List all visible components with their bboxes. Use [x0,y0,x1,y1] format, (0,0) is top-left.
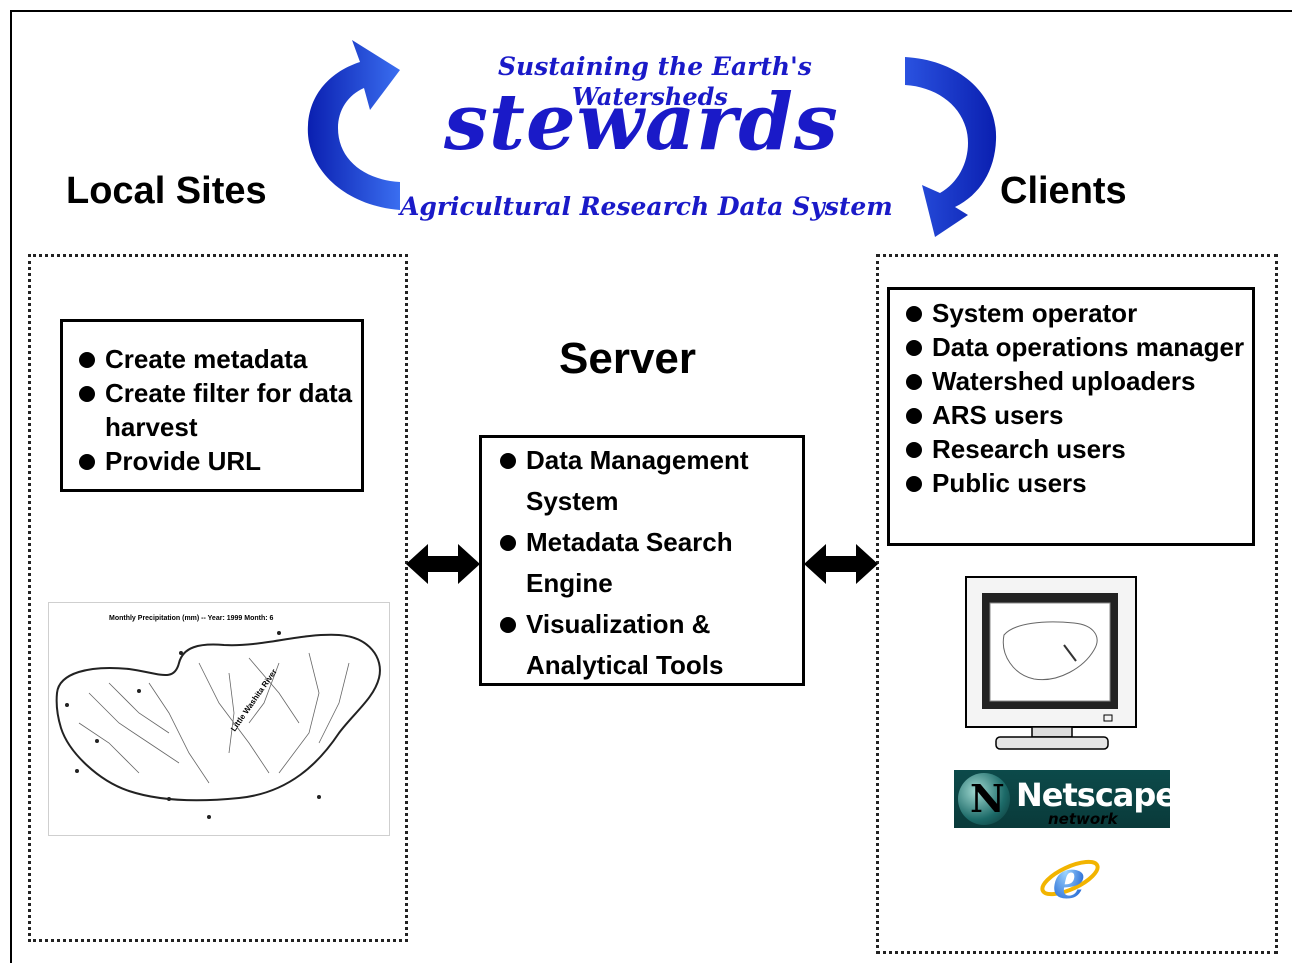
netscape-logo: N Netscape network [954,770,1177,828]
computer-monitor-icon [965,576,1137,750]
clients-heading: Clients [1000,170,1127,212]
bullet-icon [79,352,95,368]
clients-box: System operator Data operations manager … [887,287,1255,546]
list-item: Research users [904,432,1248,466]
watershed-outline-icon [55,631,381,819]
bullet-icon [79,386,95,402]
list-item: Watershed uploaders [904,364,1248,398]
bullet-icon [79,454,95,470]
cycle-arrow-left-icon [307,40,400,210]
list-item: Public users [904,466,1248,500]
local-sites-box: Create metadata Create filter for data h… [60,319,364,492]
cycle-arrow-right-icon [905,57,997,237]
bullet-icon [906,408,922,424]
map-title: Monthly Precipitation (mm) -- Year: 1999… [109,615,274,622]
netscape-name: Netscape [1016,776,1177,814]
list-item: System operator [904,296,1248,330]
list-item: Visualization & Analytical Tools [498,604,798,686]
list-item: Provide URL [77,444,355,478]
local-sites-heading: Local Sites [66,170,267,212]
server-box: Data Management System Metadata Search E… [479,435,805,686]
svg-text:e: e [1052,850,1085,911]
list-item: Data Management System [498,440,798,522]
clients-list: System operator Data operations manager … [904,296,1248,500]
bullet-icon [906,442,922,458]
bullet-icon [500,453,516,469]
local-sites-list: Create metadata Create filter for data h… [77,342,355,478]
logo-line2: Watersheds [572,82,728,111]
bullet-icon [906,306,922,322]
netscape-sub: network [1048,810,1118,828]
netscape-letter: N [970,776,1005,821]
server-title: Server [559,334,697,383]
bullet-icon [500,535,516,551]
logo-tagline: Agricultural Research Data System [400,192,893,221]
double-arrow-left-icon [406,544,480,584]
netscape-n-icon [958,773,1010,825]
list-item: Create filter for data harvest [77,376,355,444]
slide-frame [10,10,1292,963]
bullet-icon [906,340,922,356]
bullet-icon [906,374,922,390]
bullet-icon [500,617,516,633]
server-list: Data Management System Metadata Search E… [498,440,798,686]
bullet-icon [906,476,922,492]
list-item: Metadata Search Engine [498,522,798,604]
logo-line1: Sustaining the Earth's [498,52,812,81]
list-item: Data operations manager [904,330,1248,364]
internet-explorer-icon: e [1040,850,1100,911]
precipitation-map: Monthly Precipitation (mm) -- Year: 1999… [48,602,390,836]
list-item: Create metadata [77,342,355,376]
list-item: ARS users [904,398,1248,432]
local-sites-panel [28,254,408,942]
clients-panel [876,254,1278,954]
double-arrow-right-icon [804,544,878,584]
logo-stewards: stewards [444,77,839,168]
